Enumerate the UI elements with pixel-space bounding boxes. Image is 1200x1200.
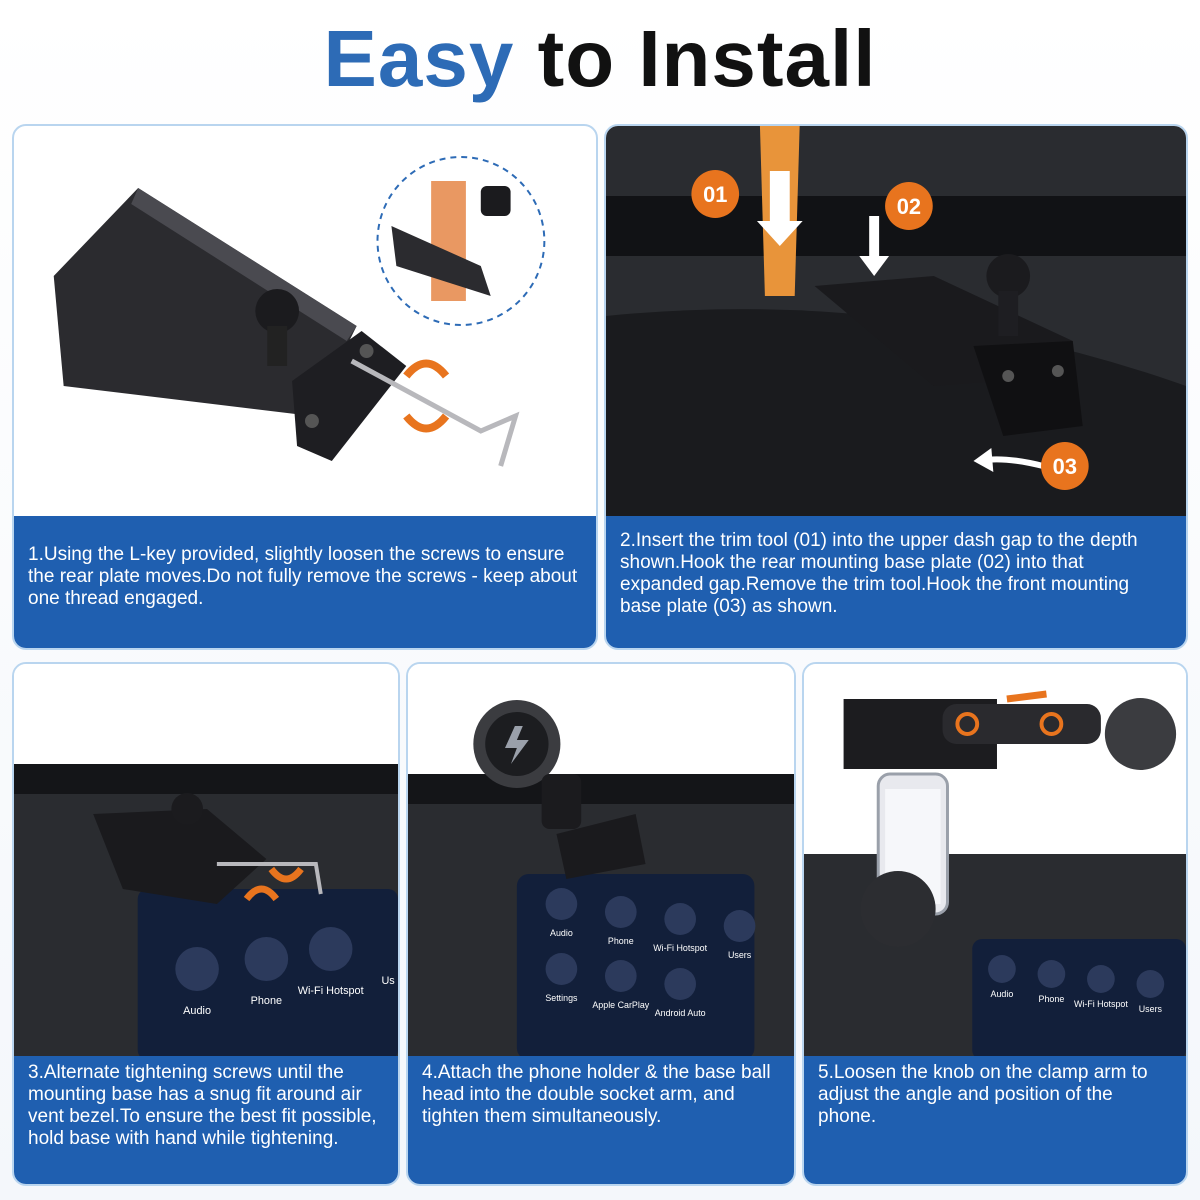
app-label-phone: Phone — [1039, 994, 1065, 1004]
rotate-arrow-icon — [268, 866, 304, 883]
marker-01 — [691, 170, 740, 218]
step-card-1: 1.Using the L-key provided, slightly loo… — [12, 124, 598, 650]
step-card-2: 01 02 03 2.Insert the trim tool (01) int… — [604, 124, 1188, 650]
app-label-users: Users — [1139, 1004, 1163, 1014]
marker-02-label: 02 — [897, 194, 921, 219]
app-label-wifi: Wi-Fi Hotspot — [1074, 999, 1128, 1009]
l-key — [216, 862, 323, 895]
app-label-audio: Audio — [183, 1005, 211, 1017]
app-label-wifi: Wi-Fi Hotspot — [653, 943, 707, 953]
app-label-wifi: Wi-Fi Hotspot — [298, 985, 364, 997]
arrow-head — [973, 448, 994, 472]
step-card-4: Audio Phone Wi-Fi Hotspot Users Settings… — [406, 662, 796, 1186]
ball-stud — [986, 254, 1031, 298]
clamp-block — [292, 331, 407, 461]
ball-stud-neck — [267, 326, 288, 366]
knob-arrow-icon — [1006, 690, 1047, 703]
rotate-arrow-icon — [403, 413, 450, 433]
detail-knob — [480, 186, 511, 216]
magnetic-holder — [1104, 698, 1177, 770]
infotainment-screen — [972, 939, 1186, 1060]
audio-app-icon — [175, 947, 219, 991]
step-3-illustration: Audio Phone Wi-Fi Hotspot Us — [14, 664, 398, 1060]
step-4-illustration: Audio Phone Wi-Fi Hotspot Users Settings… — [408, 664, 794, 1060]
step-3-caption: 3.Alternate tightening screws until the … — [14, 1056, 398, 1184]
step-2-caption: 2.Insert the trim tool (01) into the upp… — [606, 516, 1186, 648]
charging-icon — [504, 726, 529, 764]
step-2-illustration: 01 02 03 — [606, 126, 1186, 520]
app-label-users: Users — [728, 950, 752, 960]
rotate-icon — [955, 712, 980, 736]
mount-clamp — [973, 341, 1083, 436]
marker-03 — [1041, 442, 1089, 490]
app-grid — [545, 888, 756, 1000]
down-arrow-icon — [859, 216, 890, 276]
screw-head — [1002, 370, 1015, 382]
step-5-caption: 5.Loosen the knob on the clamp arm to ad… — [804, 1056, 1186, 1184]
detail-bracket — [391, 226, 491, 296]
title-accent: Easy — [323, 14, 515, 103]
dash-top — [14, 764, 398, 794]
page-title: Easy to Install — [0, 14, 1200, 104]
rotate-arrow-icon — [403, 359, 450, 379]
step-card-3: Audio Phone Wi-Fi Hotspot Us 3.Alternate… — [12, 662, 400, 1186]
rotate-icon — [1039, 712, 1064, 736]
ball-stud — [255, 289, 300, 333]
mount-plate-edge — [131, 188, 357, 341]
ball-stud — [171, 793, 204, 825]
socket-arm — [541, 774, 582, 829]
app-label-android-auto: Android Auto — [655, 1008, 706, 1018]
app-label-audio: Audio — [550, 928, 573, 938]
down-arrow-icon — [756, 171, 803, 246]
title-rest: to Install — [537, 14, 877, 103]
step-1-caption: 1.Using the L-key provided, slightly loo… — [14, 516, 596, 648]
phone-app-icon — [244, 937, 289, 981]
marker-02 — [885, 182, 933, 230]
app-label-audio: Audio — [991, 989, 1014, 999]
step-4-caption: 4.Attach the phone holder & the base bal… — [408, 1056, 794, 1184]
app-grid — [988, 955, 1165, 998]
mount-bracket — [93, 809, 267, 904]
ball-stud-neck — [998, 291, 1019, 336]
dash-top — [408, 774, 794, 804]
step-card-5: Audio Phone Wi-Fi Hotspot Users 5.Loosen… — [802, 662, 1188, 1186]
app-label-users: Us — [381, 975, 395, 987]
socket-arm — [942, 704, 1101, 744]
marker-01-label: 01 — [703, 182, 727, 207]
screw-head — [1051, 365, 1064, 377]
step-5-illustration: Audio Phone Wi-Fi Hotspot Users — [804, 664, 1186, 1060]
magnet-back — [860, 871, 936, 947]
screw-head — [359, 344, 374, 358]
step-1-illustration — [14, 126, 596, 520]
l-key — [350, 358, 520, 467]
mount-bracket — [556, 814, 646, 879]
app-label-phone: Phone — [608, 936, 634, 946]
screw-head — [305, 414, 319, 428]
rotate-arrow-icon — [243, 885, 280, 902]
app-label-settings: Settings — [545, 993, 578, 1003]
marker-03-label: 03 — [1053, 454, 1077, 479]
app-label-carplay: Apple CarPlay — [592, 1000, 649, 1010]
wifi-app-icon — [308, 927, 353, 971]
app-label-phone: Phone — [251, 995, 282, 1007]
